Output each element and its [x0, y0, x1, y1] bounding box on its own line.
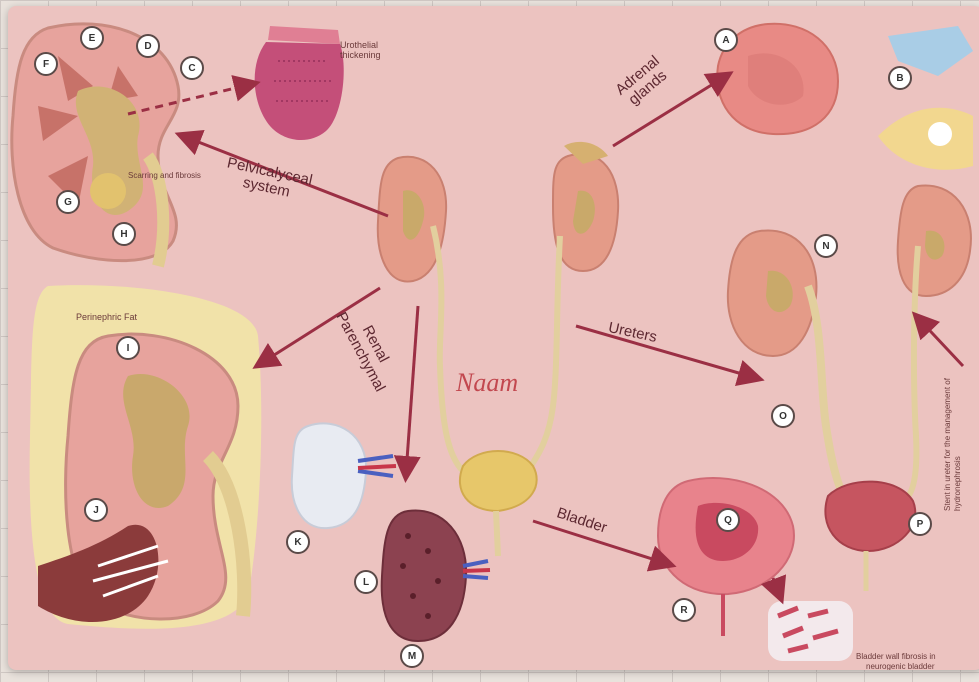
pelvic-bone-illustration — [878, 26, 973, 170]
badge-o: O — [771, 404, 795, 428]
badge-d: D — [136, 34, 160, 58]
kidney-center — [378, 157, 463, 471]
kidney-atrophic — [292, 423, 396, 528]
badge-n: N — [814, 234, 838, 258]
badge-c: C — [180, 56, 204, 80]
badge-q: Q — [716, 508, 740, 532]
badge-p: P — [908, 512, 932, 536]
kidney-hydronephrosis — [728, 230, 846, 501]
arrow-ureters — [576, 326, 756, 378]
kidney-polycystic — [382, 510, 490, 641]
label-bladder-wall-fibrosis: Bladder wall fibrosis in — [856, 652, 936, 662]
urothelial-thickening-illustration — [255, 26, 344, 140]
badge-f: F — [34, 52, 58, 76]
badge-e: E — [80, 26, 104, 50]
perinephric-kidney — [30, 285, 262, 629]
badge-k: K — [286, 530, 310, 554]
diagram-poster: Urothelial thickening Scarring and fibro… — [8, 6, 979, 670]
badge-j: J — [84, 498, 108, 522]
arrow-fibrosis — [773, 578, 780, 596]
badge-g: G — [56, 190, 80, 214]
bladder-center — [460, 451, 537, 556]
signature: Naam — [456, 368, 518, 398]
bladder-wall-fibrosis-illustration — [768, 601, 853, 661]
badge-l: L — [354, 570, 378, 594]
badge-a: A — [714, 28, 738, 52]
badge-r: R — [672, 598, 696, 622]
label-stent: Stent in ureter for the management of hy… — [943, 341, 963, 511]
badge-m: M — [400, 644, 424, 668]
label-perinephric-fat: Perinephric Fat — [76, 312, 137, 322]
label-scarring: Scarring and fibrosis — [128, 171, 201, 181]
kidney-adrenal — [528, 142, 618, 471]
label-neurogenic-bladder: neurogenic bladder — [866, 662, 935, 670]
badge-i: I — [116, 336, 140, 360]
diagram-graphics — [8, 6, 979, 670]
bladder-stent — [825, 482, 915, 591]
label-urothelial-thickening: Urothelial thickening — [340, 40, 410, 60]
badge-h: H — [112, 222, 136, 246]
badge-b: B — [888, 66, 912, 90]
